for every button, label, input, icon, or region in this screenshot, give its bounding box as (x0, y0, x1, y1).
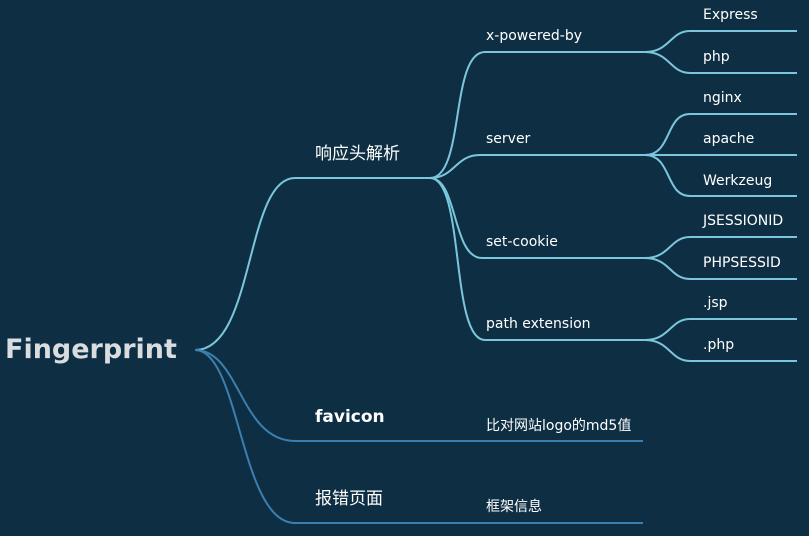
leaf-werkzeug[interactable]: Werkzeug (703, 173, 773, 189)
node-path-extension[interactable]: path extension (486, 316, 591, 332)
node-md5-compare[interactable]: 比对网站logo的md5值 (486, 418, 632, 434)
node-set-cookie[interactable]: set-cookie (486, 234, 558, 250)
branch-error-page[interactable]: 报错页面 (315, 489, 383, 509)
link-path-extension-to-jsp (644, 318, 797, 341)
link-x-powered-by-to-php (644, 51, 797, 74)
node-server[interactable]: server (486, 131, 531, 147)
link-root-to-favicon (194, 349, 430, 442)
link-headers-to-server (429, 154, 645, 179)
leaf-php[interactable]: php (703, 49, 730, 65)
leaf-jsp[interactable]: .jsp (703, 295, 728, 311)
link-headers-to-path-extension (429, 177, 645, 341)
branch-response-headers[interactable]: 响应头解析 (315, 144, 400, 164)
link-server-to-nginx (644, 113, 797, 156)
link-set-cookie-to-jsessionid (644, 236, 797, 259)
leaf-jsessionid[interactable]: JSESSIONID (703, 213, 784, 229)
link-root-to-error-page (194, 349, 430, 524)
node-framework-info[interactable]: 框架信息 (486, 499, 542, 515)
link-x-powered-by-to-express (644, 30, 797, 53)
link-server-to-werkzeug (644, 154, 797, 197)
leaf-nginx[interactable]: nginx (703, 90, 742, 106)
branch-favicon[interactable]: favicon (315, 407, 385, 427)
root-node[interactable]: Fingerprint (5, 334, 177, 365)
leaf-express[interactable]: Express (703, 7, 758, 23)
leaf-phpsessid[interactable]: PHPSESSID (703, 255, 781, 271)
leaf-php-extension[interactable]: .php (703, 337, 735, 353)
link-set-cookie-to-phpsessid (644, 257, 797, 280)
leaf-apache[interactable]: apache (703, 131, 755, 147)
link-root-to-headers (194, 177, 430, 351)
link-headers-to-x-powered-by (429, 51, 645, 179)
node-x-powered-by[interactable]: x-powered-by (486, 28, 583, 44)
link-path-extension-to-php (644, 339, 797, 362)
